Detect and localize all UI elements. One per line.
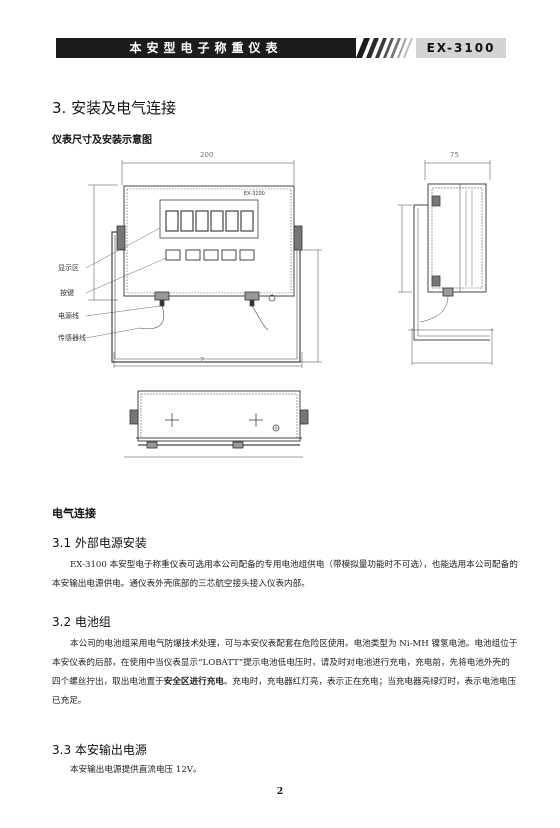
section-title: 3. 安装及电气连接 xyxy=(52,99,177,117)
heading-3-3: 3.3 本安输出电源 xyxy=(52,743,147,757)
header-stripes xyxy=(356,38,413,58)
dimension-width: 200 xyxy=(200,151,214,159)
paragraph-3-2-part-a: 本公司的电池组采用电气防爆技术处理，可与本安仪表配套在危险区使用。电池类型为 N… xyxy=(52,639,518,687)
label-sensor-line: 传感器线 xyxy=(58,334,86,342)
header-title: 本安型电子称重仪表 xyxy=(129,41,283,55)
paragraph-3-3: 本安输出电源提供直流电压 12V。 xyxy=(70,765,202,775)
paragraph-3-1: EX-3100 本安型电子称重仪表可选用本公司配备的专用电池组供电（带模拟量功能… xyxy=(52,560,518,589)
heading-3-1: 3.1 外部电源安装 xyxy=(52,536,147,550)
label-power-line: 电源线 xyxy=(58,312,79,320)
page-number: 2 xyxy=(276,787,284,797)
dimension-drawing xyxy=(85,160,494,458)
label-keys: 按键 xyxy=(60,289,74,297)
page-header: 本安型电子称重仪表 EX-3100 xyxy=(56,38,506,58)
header-grey-band xyxy=(416,38,506,58)
label-display-area: 显示区 xyxy=(58,264,79,272)
paragraph-3-2-bold: 安全区进行充电 xyxy=(163,677,224,687)
paragraph-3-2: 本公司的电池组采用电气防爆技术处理，可与本安仪表配套在危险区使用。电池类型为 N… xyxy=(52,635,518,711)
section-subtitle: 仪表尺寸及安装示意图 xyxy=(52,135,152,146)
header-model: EX-3100 xyxy=(426,41,496,55)
dimension-bottom: 2... xyxy=(200,356,212,364)
display-model-mark: EX-3100 xyxy=(244,191,265,197)
electrical-title: 电气连接 xyxy=(52,507,96,520)
paragraph-3-2-part-b: 。充电时，充电器红灯亮，表示正在充电；当充电器亮绿灯时，表示电池电压已充足。 xyxy=(52,677,517,706)
header-black-band xyxy=(56,38,356,58)
dimension-depth: 75 xyxy=(450,151,459,159)
heading-3-2: 3.2 电池组 xyxy=(52,615,111,629)
